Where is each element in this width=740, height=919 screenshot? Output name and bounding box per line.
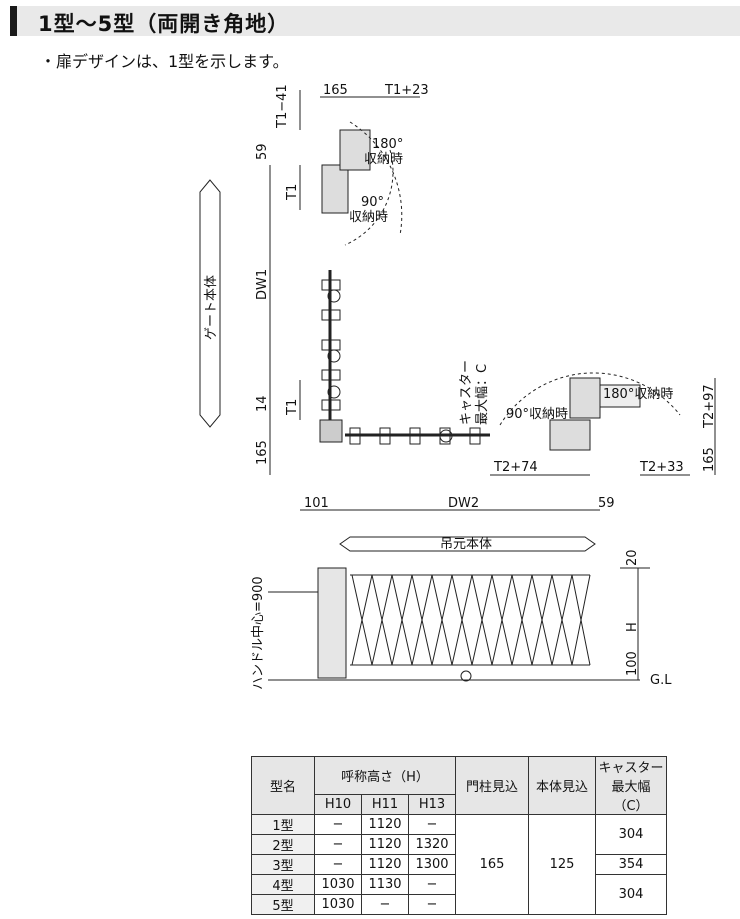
cell-h10: − [314,854,362,875]
dim-59-bottom: 59 [598,496,615,511]
label-180-top-sub: 収納時 [364,152,403,167]
label-180-right: 180°収納時 [603,387,673,402]
dim-165-top: 165 [323,83,348,98]
table-row: 1型 − 1120 − 165 125 304 [251,814,667,915]
th-h10: H10 [314,794,362,815]
cell-h10: 1030 [314,894,362,915]
hinge-post-180 [339,129,371,171]
hinge-post-right [549,419,591,451]
caster-label-2: 最大幅：C [475,364,490,425]
hinge-post-right-180 [569,377,601,419]
section-title: 1型〜5型（両開き角地） [38,12,290,36]
cell-h10: − [314,834,362,855]
cell-h11: − [361,894,409,915]
th-caster: キャスター 最大幅 （C） [595,756,667,815]
elevation-post [317,567,347,679]
dim-t1-23: T1+23 [384,83,429,98]
design-note: ・扉デザインは、1型を示します。 [40,52,289,71]
section-header: 1型〜5型（両開き角地） [10,6,740,36]
dim-t2-97: T2+97 [702,384,717,429]
dim-t1-upper: T1 [285,184,300,201]
dim-t2-33: T2+33 [639,460,684,475]
dim-dw1: DW1 [255,269,270,300]
cell-model: 4型 [251,874,315,895]
table-row: 5型 1030 − − [251,894,667,915]
cell-model: 2型 [251,834,315,855]
cell-caster-c: 304 [595,874,667,915]
handle-height-label: ハンドル中心=900 [251,576,266,690]
dim-t1-41: T1−41 [275,84,290,129]
cell-caster-b: 354 [595,854,667,875]
label-90-right: 90°収納時 [506,407,568,422]
table-row: 3型 − 1120 1300 354 [251,854,667,875]
th-caster-line3: （C） [613,799,649,814]
dim-20: 20 [625,549,640,566]
cell-h10: 1030 [314,874,362,895]
cell-h11: 1120 [361,854,409,875]
label-90-top: 90° [361,195,384,210]
dim-t1-lower: T1 [285,399,300,416]
header-accent-bar [10,6,17,36]
cell-h13: − [408,894,456,915]
dim-59-left: 59 [255,143,270,160]
th-caster-line1: キャスター [598,761,664,776]
gate-body-bracket [199,179,221,428]
cell-h11: 1120 [361,834,409,855]
spec-table: 型名 呼称高さ（H） 門柱見込 本体見込 キャスター 最大幅 （C） H10 H… [251,756,667,915]
th-h11: H11 [361,794,409,815]
gate-body-label: ゲート本体 [204,275,219,340]
th-h13: H13 [408,794,456,815]
cell-h11: 1120 [361,814,409,835]
vertical-gate-leaf [321,279,341,411]
dim-h: H [625,622,640,632]
label-90-top-sub: 収納時 [349,210,388,225]
th-post: 門柱見込 [455,756,529,815]
th-body: 本体見込 [528,756,596,815]
cell-h10: − [314,814,362,835]
cell-h13: 1300 [408,854,456,875]
cell-h13: − [408,874,456,895]
caster-label-1: キャスター [459,360,474,425]
table-row: 4型 1030 1130 − 304 [251,874,667,915]
th-model: 型名 [251,756,315,815]
label-180-top: 180° [372,137,403,152]
cell-model: 5型 [251,894,315,915]
cell-model: 1型 [251,814,315,835]
elevation-lattice [350,574,591,666]
th-caster-line2: 最大幅 [611,780,651,795]
cell-h13: 1320 [408,834,456,855]
dim-dw2: DW2 [448,496,479,511]
cell-caster-a: 304 [595,814,667,855]
th-height: 呼称高さ（H） [314,756,456,795]
hanger-bracket [339,536,596,552]
hinge-post-top [321,164,349,214]
horizontal-gate-leaf [349,427,481,445]
cell-body: 125 [528,814,596,915]
dim-14: 14 [255,395,270,412]
dim-165-right: 165 [702,447,717,472]
cell-post: 165 [455,814,529,915]
dim-t2-74: T2+74 [493,460,538,475]
dim-101: 101 [304,496,329,511]
ground-level-label: G.L [650,673,672,688]
cell-h11: 1130 [361,874,409,895]
dim-165-left: 165 [255,440,270,465]
dim-100: 100 [625,651,640,676]
cell-model: 3型 [251,854,315,875]
cell-h13: − [408,814,456,835]
hanger-label: 吊元本体 [440,537,492,552]
